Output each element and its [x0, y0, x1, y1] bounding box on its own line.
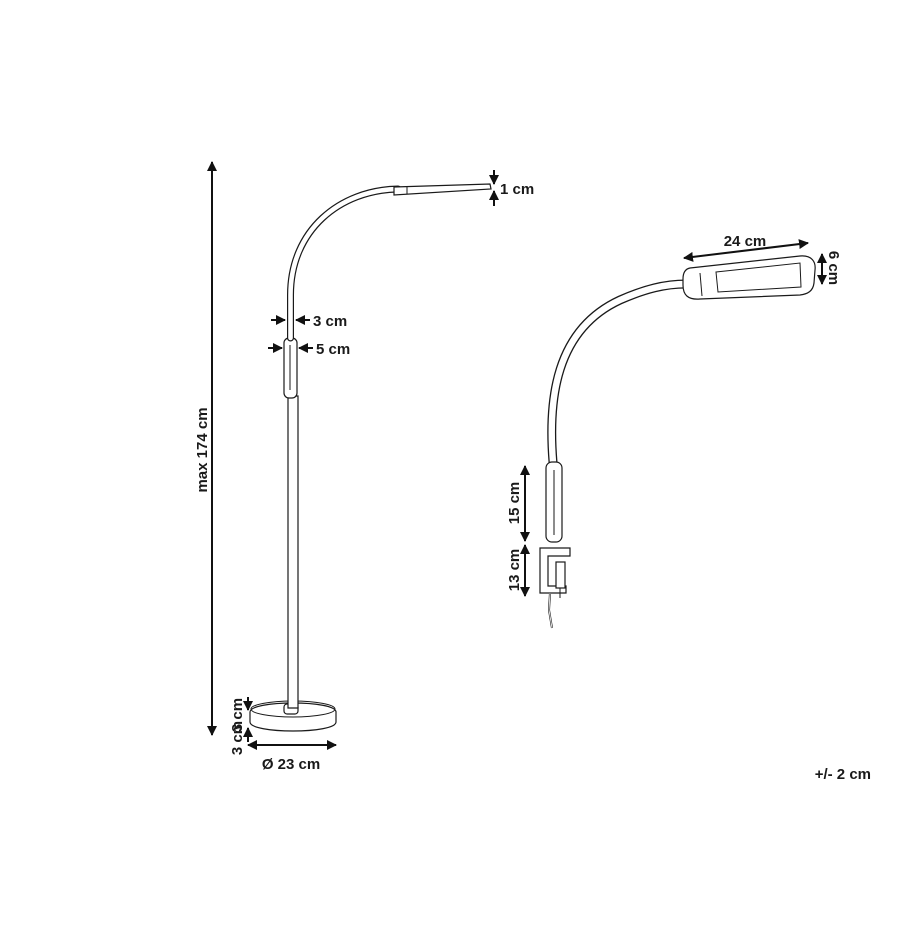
clamp-cable-inner — [548, 592, 553, 629]
base-height-label-lower: 3 cm — [229, 721, 246, 755]
clamp-height-label: 13 cm — [506, 549, 523, 592]
clamp-body — [539, 547, 571, 594]
floor-lamp-gooseneck-inner — [288, 186, 401, 341]
clamp-screw-block — [555, 561, 566, 589]
base-height-label-upper: 3 cm — [229, 698, 246, 732]
grip-width-label: 5 cm — [316, 341, 350, 358]
head-length-arrow — [683, 239, 809, 262]
base-diameter-label: Ø 23 cm — [262, 756, 320, 773]
height-label: max 174 cm — [194, 407, 211, 492]
floor-lamp-drawing — [249, 183, 492, 732]
head-thickness-label: 1 cm — [500, 181, 534, 198]
clamp-head-joint — [699, 272, 703, 297]
floor-lamp-dimensions: max 174 cm 1 cm 3 cm 5 cm 3 cm 3 cm Ø 23… — [194, 161, 534, 773]
clamp-lamp-gooseneck-inner — [548, 280, 690, 466]
floor-lamp-head — [393, 183, 492, 196]
head-length-label: 24 cm — [724, 233, 767, 250]
clamp-lamp-gooseneck — [547, 279, 691, 467]
clamp-lamp-led-panel — [715, 262, 802, 293]
clamp-lamp-drawing — [539, 255, 816, 629]
grip-height-label: 15 cm — [506, 482, 523, 525]
head-width-label: 6 cm — [825, 251, 842, 285]
neck-width-label: 3 cm — [313, 313, 347, 330]
clamp-lamp-head — [682, 255, 816, 300]
tolerance-note: +/- 2 cm — [815, 766, 871, 783]
floor-lamp-pole — [287, 395, 299, 709]
clamp-lamp-dimensions: 24 cm 6 cm 15 cm 13 cm — [506, 233, 842, 597]
